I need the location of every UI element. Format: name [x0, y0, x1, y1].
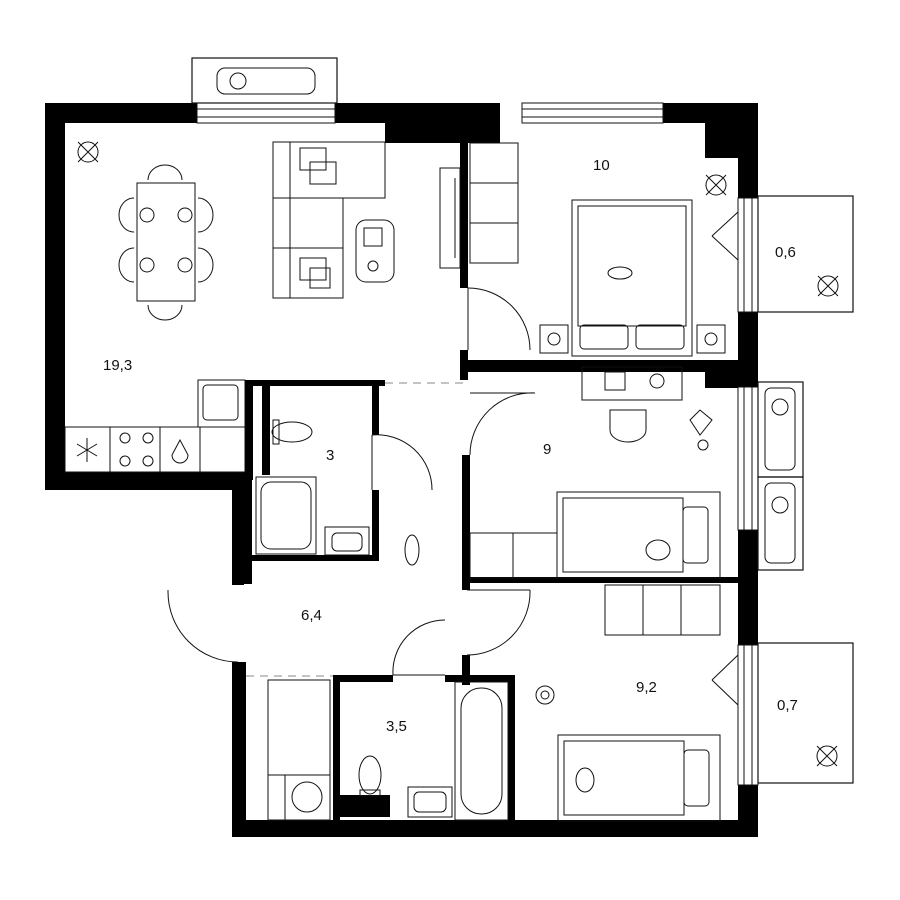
area-label-living-kitchen: 19,3	[103, 357, 132, 374]
outdoor-units	[191, 57, 854, 784]
plant-icon	[77, 141, 99, 163]
toy-icon	[645, 539, 671, 561]
cat-icon	[404, 534, 420, 566]
plant-icon	[705, 174, 727, 196]
area-label-bathroom: 3,5	[386, 718, 407, 735]
area-label-balcony-top: 0,6	[775, 244, 796, 261]
furniture	[64, 141, 726, 822]
area-label-balcony-bottom: 0,7	[777, 697, 798, 714]
area-label-hall: 6,4	[301, 607, 322, 624]
toy-icon	[575, 767, 595, 793]
cat-icon	[607, 266, 633, 280]
toys-pile-icon	[689, 409, 713, 451]
area-label-toilet: 3	[326, 447, 334, 464]
snowflake-icon	[76, 438, 98, 462]
windows	[196, 102, 759, 786]
plant-icon	[816, 745, 838, 767]
area-label-bedroom-bottom: 9,2	[636, 679, 657, 696]
area-label-bedroom-middle: 9	[543, 441, 551, 458]
plant-icon	[817, 275, 839, 297]
walls	[45, 103, 758, 837]
toy-icon	[535, 685, 555, 705]
doors	[167, 198, 739, 706]
area-label-bedroom-main: 10	[593, 157, 610, 174]
